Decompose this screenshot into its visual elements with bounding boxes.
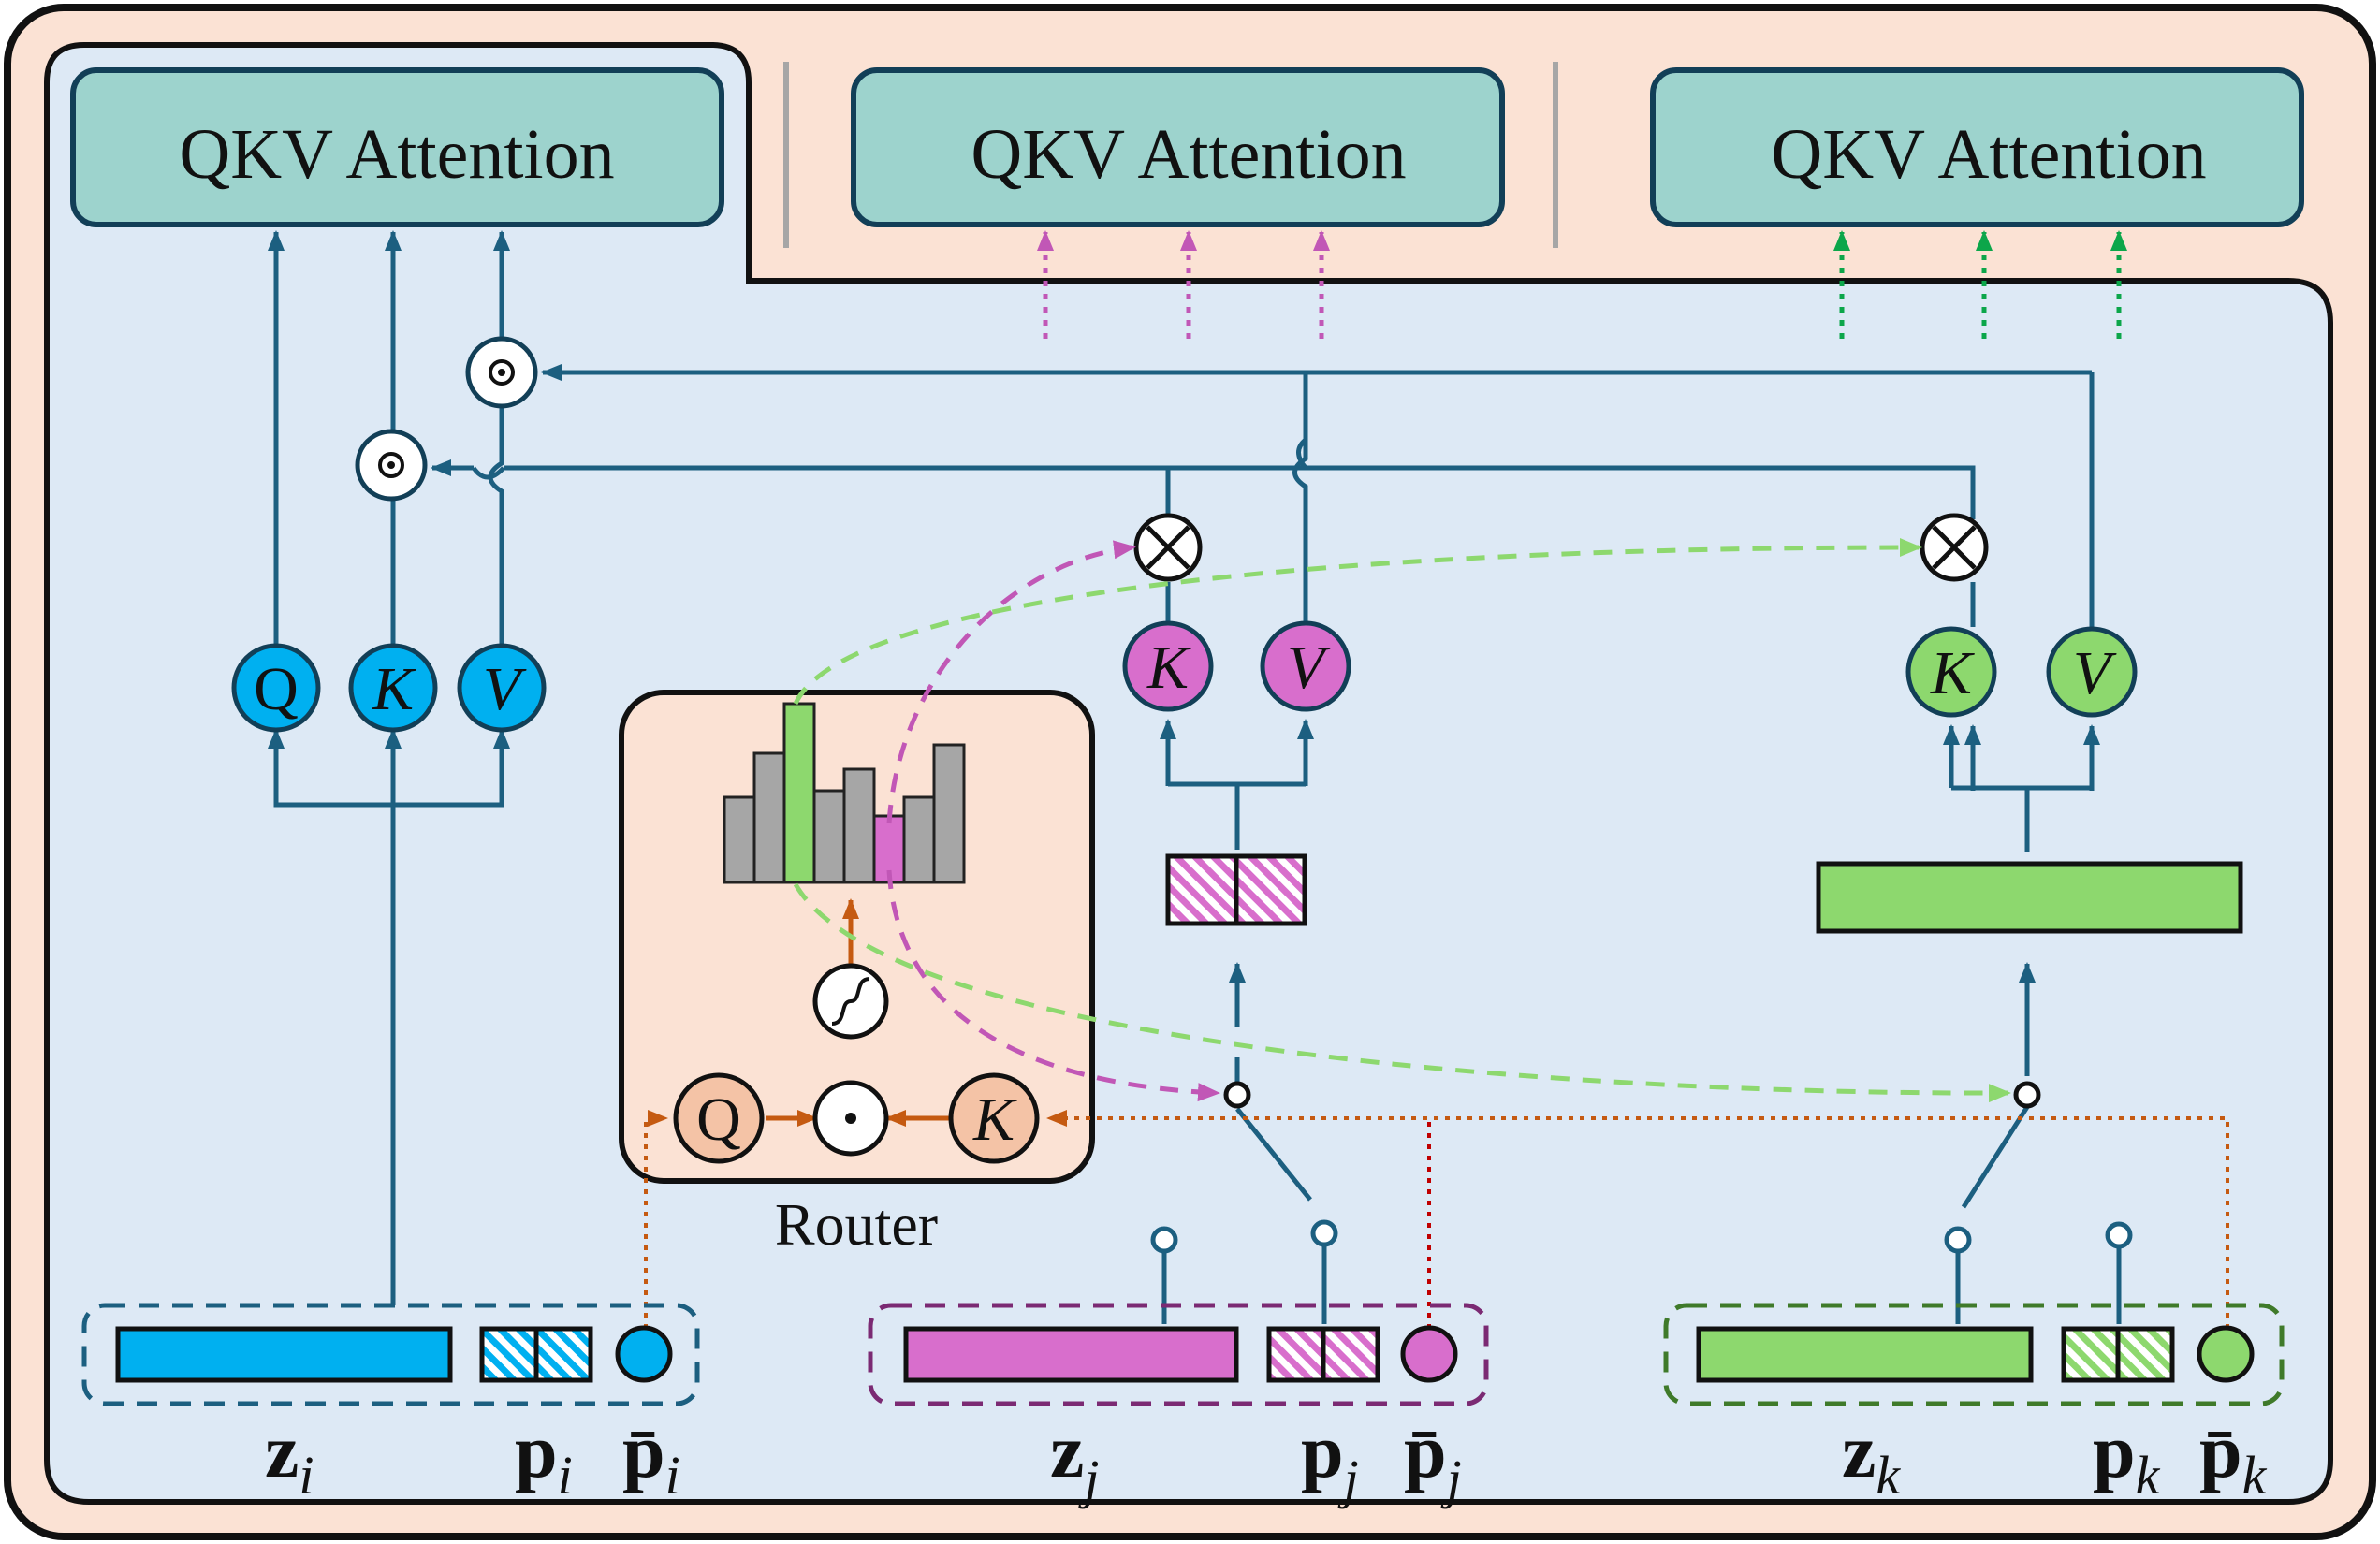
router-label: Router	[775, 1191, 938, 1258]
odot-k-icon	[355, 429, 428, 502]
input-group-k	[1663, 1303, 2285, 1406]
input-group-j	[868, 1303, 1489, 1406]
router-q-circle: Q	[673, 1072, 765, 1164]
tap-p-j	[1310, 1219, 1338, 1247]
label-pbar-k: p̄k	[2199, 1408, 2268, 1506]
route-curve-k-select	[793, 538, 1922, 706]
tap-z-k	[1944, 1226, 1972, 1254]
label-z-i: zi	[265, 1408, 314, 1506]
node-k-v-circle: V	[2046, 626, 2138, 718]
label-p-i: pi	[515, 1408, 573, 1506]
local-region	[44, 42, 2333, 1505]
node-k-wires	[1943, 582, 2122, 1324]
node-j-wires	[1160, 582, 1327, 1324]
switch-node-j	[1223, 1081, 1251, 1109]
node-k-k-circle: K	[1905, 626, 1997, 718]
inputs-to-attention-k	[1833, 230, 2127, 339]
pool-pbar-k	[2197, 1325, 2255, 1383]
switch-node-k	[2013, 1081, 2041, 1109]
otimes-j-icon	[1133, 513, 1203, 582]
score-bar	[842, 767, 876, 884]
node-k-embedding	[1816, 861, 2243, 934]
inputs-to-attention-j	[1037, 230, 1330, 339]
attention-label-j: QKV Attention	[971, 115, 1406, 194]
local-k-label: K	[372, 655, 416, 723]
embedding-z-k	[1696, 1326, 2034, 1383]
local-v-circle: V	[457, 643, 547, 733]
otimes-k-icon	[1920, 513, 1989, 582]
router-inputs	[644, 1110, 2229, 1329]
router-k-circle: K	[948, 1072, 1040, 1164]
label-p-j: pj	[1301, 1408, 1359, 1509]
router-q-label: Q	[696, 1085, 741, 1154]
attention-block-local: QKV Attention	[70, 67, 724, 227]
local-k-circle: K	[348, 643, 438, 733]
odot-v-icon	[465, 336, 538, 409]
attention-block-j: QKV Attention	[851, 67, 1505, 227]
route-curve-j-select	[886, 540, 1136, 824]
route-curve-j-switch	[886, 869, 1220, 1102]
node-k-v-label: V	[2073, 639, 2117, 707]
local-v-label: V	[483, 655, 527, 723]
score-bar-selected-k	[782, 702, 816, 884]
label-z-k: zk	[1842, 1408, 1901, 1506]
node-j-k-label: K	[1146, 634, 1191, 702]
score-bar	[812, 789, 846, 884]
score-bar	[902, 795, 936, 884]
score-bar	[723, 795, 756, 884]
router-score-bars	[723, 702, 966, 884]
label-p-k: pk	[2093, 1408, 2161, 1506]
input-group-i	[81, 1303, 700, 1406]
node-j-k-circle: K	[1122, 620, 1214, 712]
router-k-label: K	[972, 1085, 1017, 1154]
local-q-circle: Q	[231, 643, 321, 733]
embedding-z-i	[115, 1326, 453, 1383]
label-pbar-i: p̄i	[622, 1408, 680, 1506]
pool-pbar-j	[1400, 1325, 1458, 1383]
aggregation-wires	[431, 364, 2095, 627]
node-j-v-circle: V	[1260, 620, 1351, 712]
sigmoid-icon	[812, 963, 889, 1040]
embedding-z-j	[903, 1326, 1239, 1383]
attention-label-local: QKV Attention	[179, 115, 614, 194]
route-curve-k-switch	[793, 882, 2011, 1103]
score-bar	[932, 743, 966, 884]
node-j-v-label: V	[1287, 634, 1331, 702]
node-k-k-label: K	[1930, 639, 1975, 707]
attention-block-k: QKV Attention	[1650, 67, 2304, 227]
pool-pbar-i	[615, 1325, 673, 1383]
local-wires	[268, 230, 510, 1305]
router-dot-icon	[812, 1080, 889, 1157]
tap-p-k	[2105, 1221, 2133, 1249]
local-q-label: Q	[254, 655, 299, 723]
attention-label-k: QKV Attention	[1771, 115, 2206, 194]
tap-z-j	[1150, 1226, 1178, 1254]
score-bar	[752, 751, 786, 884]
